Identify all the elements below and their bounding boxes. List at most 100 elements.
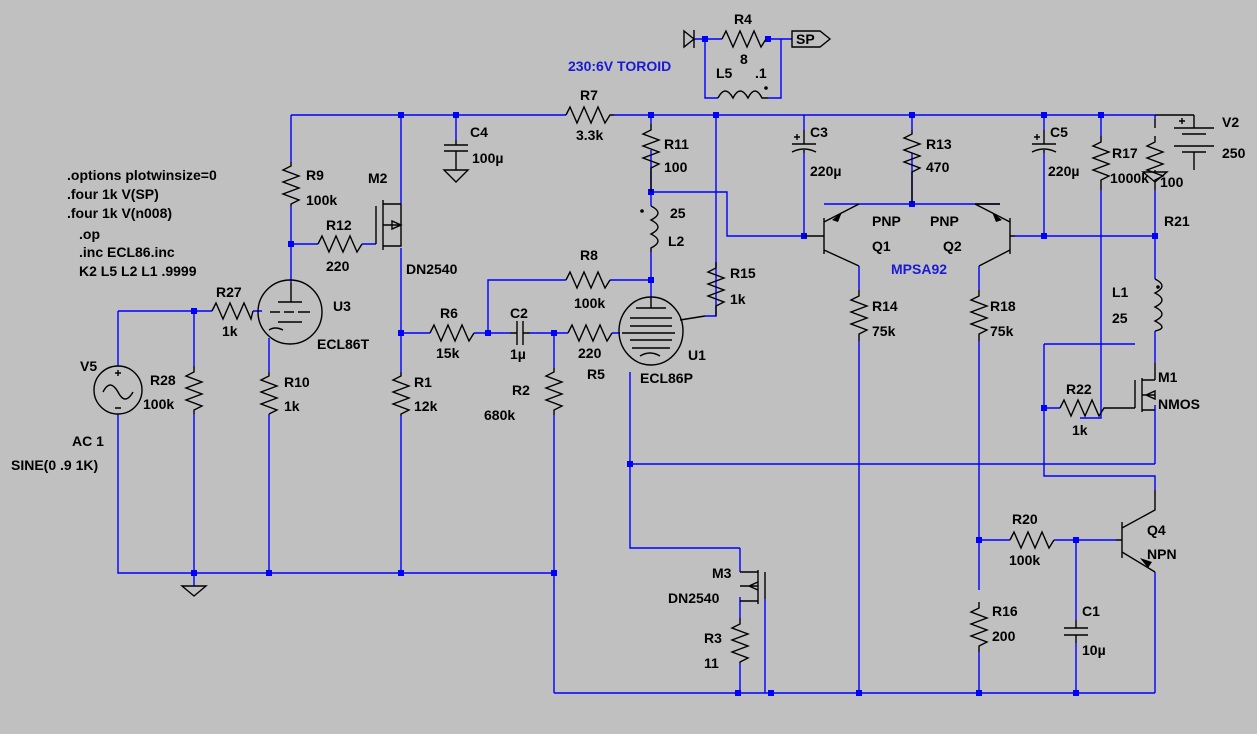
capacitor-c3[interactable] xyxy=(791,130,817,153)
label: R10 xyxy=(284,374,310,390)
label: M3 xyxy=(712,565,732,581)
label: 100 xyxy=(1160,174,1184,190)
label: R15 xyxy=(730,265,756,281)
label: 1000k xyxy=(1110,170,1149,186)
label: L1 xyxy=(1112,284,1129,300)
label: C1 xyxy=(1082,603,1100,619)
transistor-q4[interactable] xyxy=(1116,490,1156,573)
label: DN2540 xyxy=(406,261,458,277)
label: 100k xyxy=(306,192,337,208)
spice-directive: .op xyxy=(79,226,100,242)
resistor-r5[interactable] xyxy=(567,323,613,343)
spice-directive: .four 1k V(SP) xyxy=(67,186,159,202)
label: R11 xyxy=(664,136,689,152)
tube-u1[interactable] xyxy=(618,296,706,366)
label: R27 xyxy=(216,284,242,300)
inductor-l5[interactable] xyxy=(717,86,768,100)
label: ECL86P xyxy=(640,370,693,386)
label: 100µ xyxy=(472,150,503,166)
resistor-r14[interactable] xyxy=(849,290,869,341)
label: V5 xyxy=(80,358,97,374)
label: 11 xyxy=(704,655,719,671)
tube-u3[interactable] xyxy=(257,279,323,345)
resistor-r27[interactable] xyxy=(211,301,254,322)
mosfet-m1[interactable] xyxy=(1134,363,1156,412)
label: C3 xyxy=(810,124,828,140)
label: Q4 xyxy=(1147,522,1166,538)
resistor-r17[interactable] xyxy=(1091,136,1111,190)
transistor-q2[interactable] xyxy=(974,203,1015,267)
label: R14 xyxy=(872,298,898,314)
resistor-r13[interactable] xyxy=(902,130,922,204)
net-label-sp xyxy=(791,30,832,48)
label: 220 xyxy=(326,258,350,274)
label: L2 xyxy=(668,233,685,249)
label: 1k xyxy=(222,323,238,339)
mosfet-m2[interactable] xyxy=(375,200,403,250)
resistor-r1[interactable] xyxy=(391,372,411,416)
label: R18 xyxy=(990,298,1016,314)
capacitor-c1[interactable] xyxy=(1064,620,1088,643)
resistor-r6[interactable] xyxy=(429,323,475,343)
spice-directive: .four 1k V(n008) xyxy=(67,205,172,221)
label: 100 xyxy=(664,159,688,175)
label: 25 xyxy=(1112,310,1128,326)
label: AC 1 xyxy=(72,433,104,449)
label: 1k xyxy=(1072,422,1088,438)
label: 3.3k xyxy=(576,127,603,143)
resistor-r4[interactable] xyxy=(721,29,767,49)
label: R21 xyxy=(1164,213,1190,229)
label: 200 xyxy=(992,628,1016,644)
resistor-r20[interactable] xyxy=(1009,530,1055,550)
mosfet-m3[interactable] xyxy=(740,570,766,604)
net-label-sp-text: SP xyxy=(796,31,815,47)
label: PNP xyxy=(930,213,959,229)
label: 15k xyxy=(436,345,460,361)
label: U1 xyxy=(688,347,706,363)
resistor-r11[interactable] xyxy=(641,124,661,192)
label: M1 xyxy=(1158,369,1178,385)
resistor-r18[interactable] xyxy=(969,290,989,341)
voltage-source-v2[interactable] xyxy=(1154,114,1214,170)
inductor-l1[interactable] xyxy=(1153,278,1163,332)
label: 75k xyxy=(990,323,1014,339)
label: DN2540 xyxy=(668,590,720,606)
capacitor-c5[interactable] xyxy=(1031,130,1057,153)
label: R22 xyxy=(1066,381,1092,397)
resistor-r16[interactable] xyxy=(969,602,989,652)
label: 25 xyxy=(670,205,686,221)
resistor-r22[interactable] xyxy=(1059,398,1135,418)
junction-dots xyxy=(191,36,1158,696)
resistor-r2[interactable] xyxy=(544,368,564,415)
resistor-r28[interactable] xyxy=(184,366,204,414)
voltage-source-v5[interactable] xyxy=(93,365,143,415)
label: 1k xyxy=(284,398,300,414)
label: R6 xyxy=(440,305,458,321)
capacitor-c4[interactable] xyxy=(442,140,470,183)
resistor-r8[interactable] xyxy=(565,270,611,290)
label: R13 xyxy=(926,136,952,152)
label: Q1 xyxy=(872,238,891,254)
transistor-q1[interactable] xyxy=(804,203,860,267)
resistor-r12[interactable] xyxy=(317,234,363,254)
label: C5 xyxy=(1050,124,1068,140)
resistor-r3[interactable] xyxy=(730,618,750,663)
inductor-l2[interactable] xyxy=(640,205,659,252)
resistor-r10[interactable] xyxy=(259,372,279,415)
capacitor-c2[interactable] xyxy=(510,321,530,345)
resistor-r9[interactable] xyxy=(281,162,301,206)
resistor-r7[interactable] xyxy=(565,105,614,125)
label: R12 xyxy=(326,217,352,233)
label: M2 xyxy=(368,170,388,186)
resistor-r15[interactable] xyxy=(706,262,726,316)
spice-directive: .options plotwinsize=0 xyxy=(67,167,217,183)
label: C4 xyxy=(470,124,488,140)
label: C2 xyxy=(510,305,528,321)
label: R4 xyxy=(734,11,752,27)
label: 8 xyxy=(740,51,748,67)
label: 1k xyxy=(730,291,746,307)
label: ECL86T xyxy=(317,336,370,352)
ground-symbol xyxy=(180,585,208,597)
label: .1 xyxy=(755,65,767,81)
label: R8 xyxy=(580,247,598,263)
